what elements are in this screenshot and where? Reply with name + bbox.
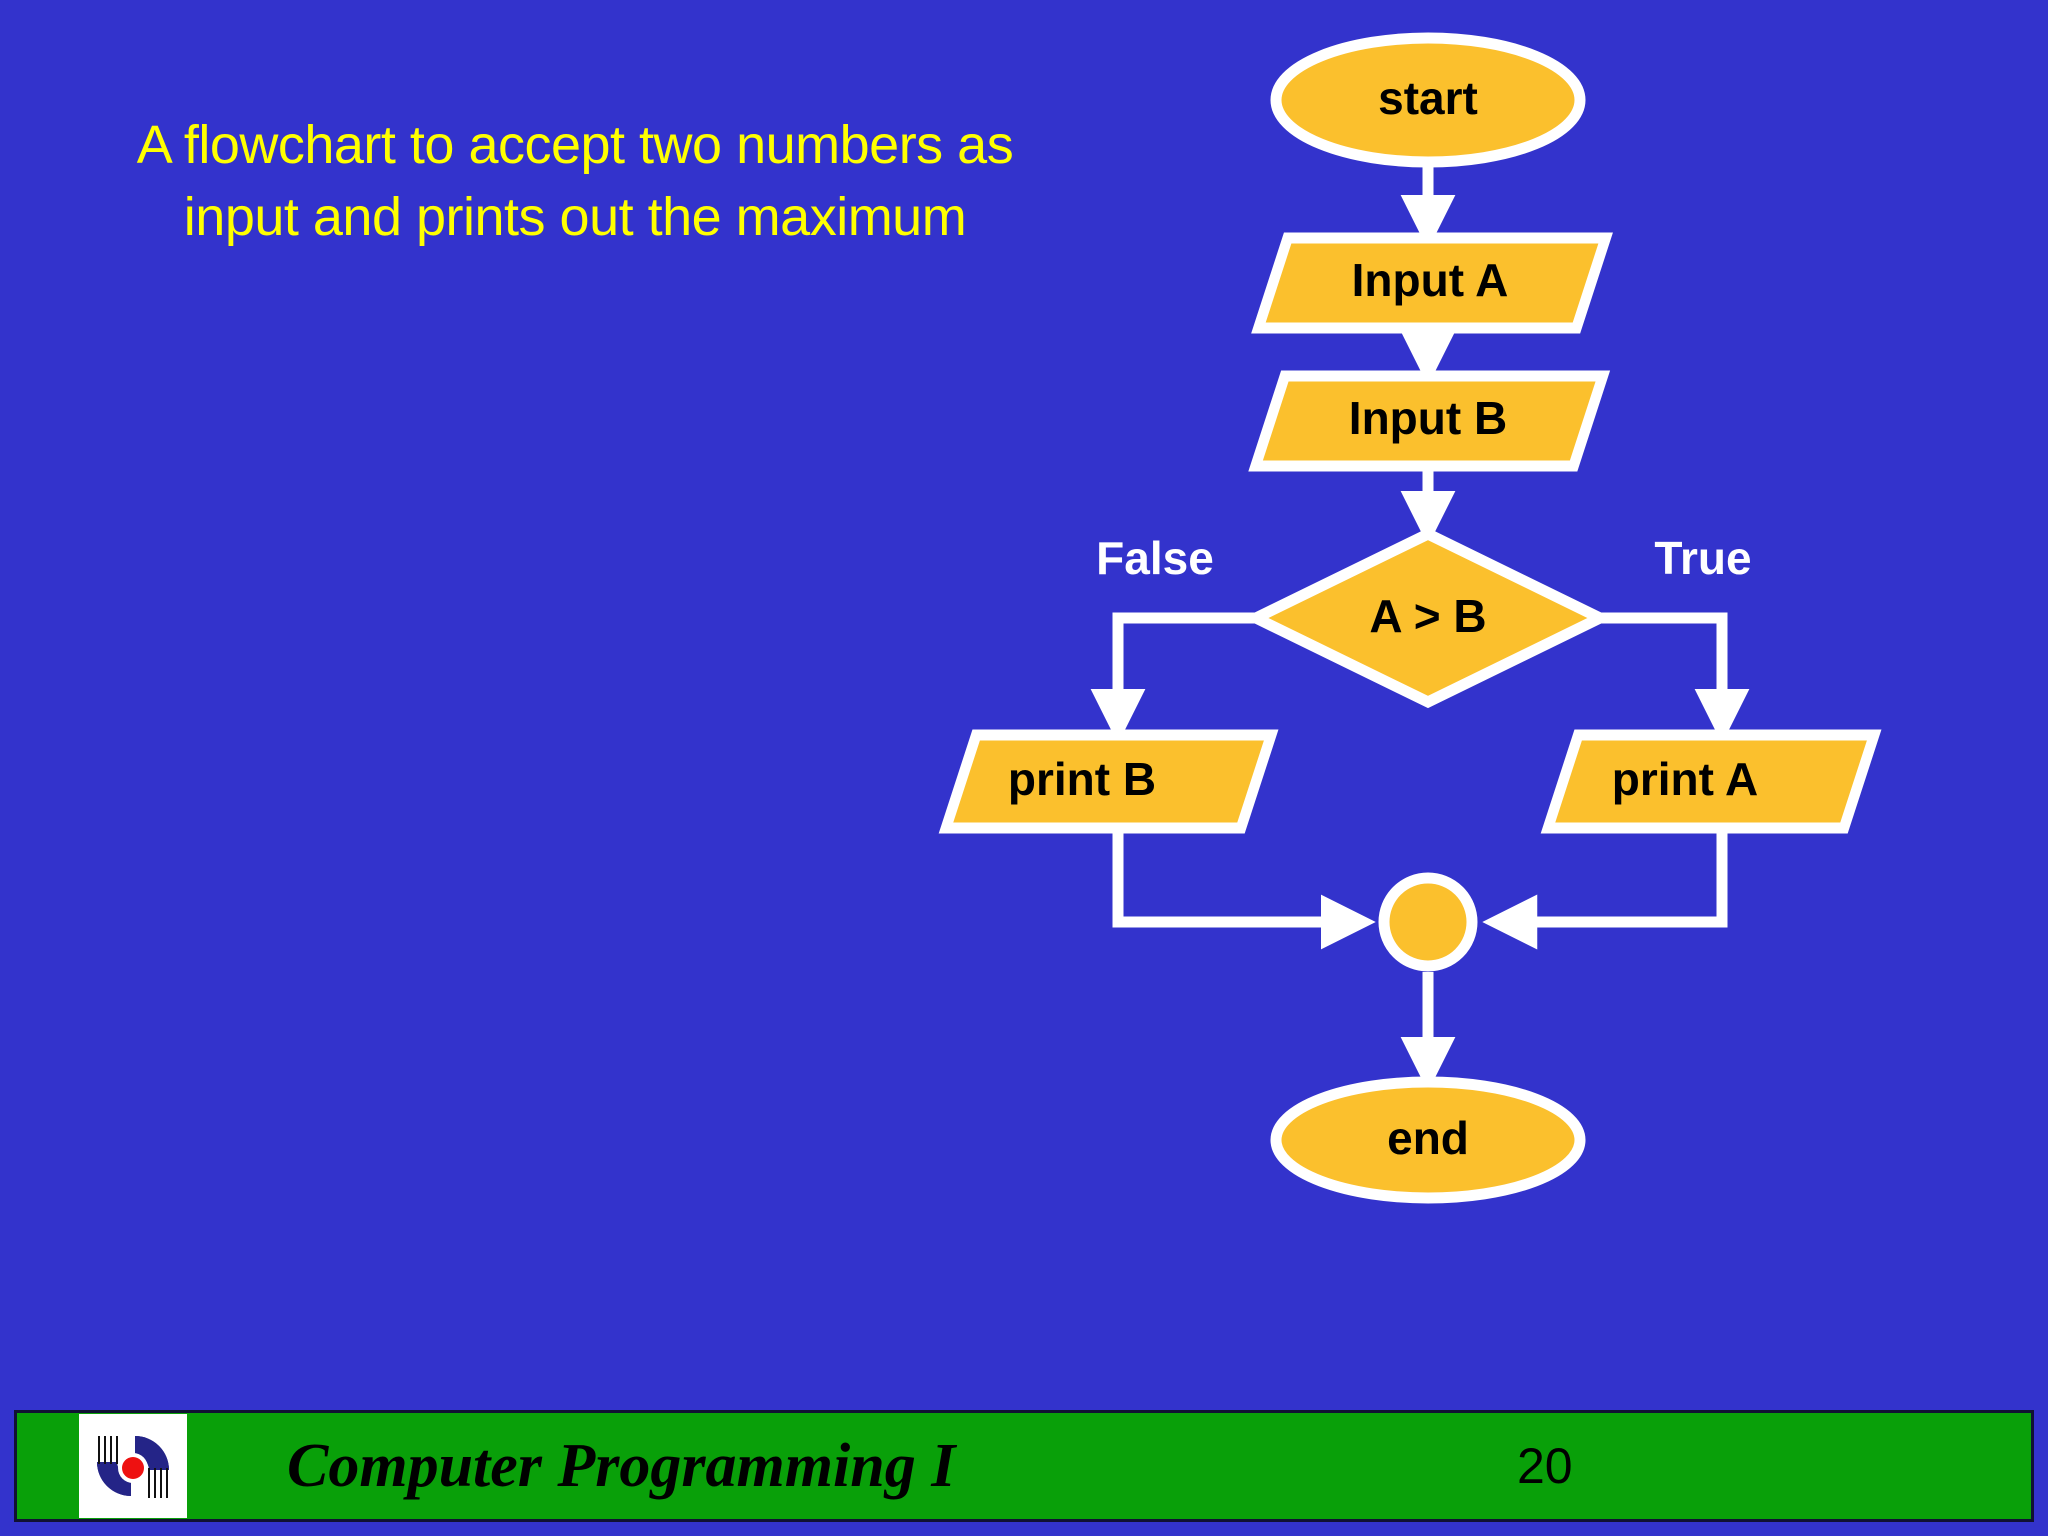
connector-group (1090, 135, 1750, 1092)
input-a-parallelogram (1251, 232, 1613, 334)
decision-diamond (1243, 527, 1613, 709)
edge-decision-true-to-print-a (1588, 612, 1750, 744)
node-decision-label: A > B (1369, 590, 1486, 642)
node-input-a-label: Input A (1352, 254, 1509, 306)
node-end-label: end (1387, 1112, 1469, 1164)
korea-university-emblem-icon (79, 1414, 187, 1518)
edge-decision-false-to-print-b (1090, 612, 1268, 744)
start-ellipse (1270, 32, 1586, 168)
node-start-label: start (1378, 72, 1478, 124)
footer-bar: Computer Programming I 20 (14, 1410, 2034, 1522)
node-end[interactable]: end (1270, 1076, 1586, 1204)
merge-circle (1378, 872, 1478, 972)
node-decision[interactable]: A > B (1243, 527, 1613, 709)
node-print-b-label: print B (1008, 753, 1156, 805)
print-a-parallelogram (1540, 729, 1882, 834)
page-title: A flowchart to accept two numbers as inp… (60, 110, 1090, 254)
node-input-b[interactable]: Input B (1248, 370, 1611, 472)
node-input-a[interactable]: Input A (1251, 232, 1613, 334)
edge-print-a-to-merge (1482, 830, 1728, 950)
node-print-a-label: print A (1612, 753, 1759, 805)
branch-label-false: False (1096, 532, 1214, 584)
node-start[interactable]: start (1270, 32, 1586, 168)
node-print-a[interactable]: print A (1540, 729, 1882, 834)
node-merge[interactable] (1378, 872, 1478, 972)
print-b-parallelogram (938, 729, 1279, 834)
edge-print-b-to-merge (1112, 830, 1376, 950)
node-print-b[interactable]: print B (938, 729, 1279, 834)
flowchart-diagram: start Input A Input B A > B False True p… (938, 32, 1882, 1204)
title-line-1: A flowchart to accept two numbers as (136, 115, 1014, 175)
branch-label-true: True (1654, 532, 1751, 584)
end-ellipse (1270, 1076, 1586, 1204)
node-input-b-label: Input B (1349, 392, 1507, 444)
input-b-parallelogram (1248, 370, 1611, 472)
page-number: 20 (1517, 1438, 1573, 1494)
course-title: Computer Programming I (287, 1431, 956, 1500)
title-line-2: input and prints out the maximum (183, 186, 967, 247)
